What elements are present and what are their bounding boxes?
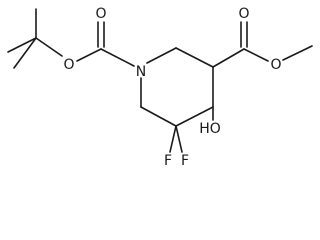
bond-ether-o-to-carbonyl-c — [76, 48, 102, 62]
chemical-structure: N O O O O HO F F — [7, 6, 313, 169]
atom-hydroxyl: HO — [199, 121, 221, 137]
atom-f-right: F — [181, 153, 189, 169]
atom-f-left: F — [164, 153, 172, 169]
bond-boc-c-to-n — [100, 48, 135, 67]
bond-c2-to-c3 — [175, 47, 214, 68]
atom-o-boc-carbonyl: O — [95, 6, 106, 22]
bond-ester-c-to-o — [243, 48, 269, 62]
bond-tbu-methyl-bottom — [13, 37, 37, 69]
bond-n-to-c2 — [146, 47, 177, 64]
bond-c3-to-ester-c — [212, 48, 245, 68]
bond-tbu-methyl-left — [7, 37, 37, 53]
atom-n1: N — [136, 64, 146, 80]
bond-ester-o-to-methyl — [282, 45, 313, 61]
bond-c4-to-c5 — [175, 106, 214, 127]
bond-c5-to-f-right — [175, 125, 183, 153]
atom-labels: N O O O O HO F F — [63, 6, 281, 169]
atom-o-ester-carbonyl: O — [238, 6, 249, 22]
bond-tbu-to-ether-o — [35, 37, 63, 57]
bonds — [7, 8, 313, 153]
bond-c5-to-c6 — [140, 106, 177, 127]
bond-c5-to-f-left — [169, 125, 177, 153]
atom-o-boc-ether: O — [63, 57, 74, 73]
atom-o-ester-ether: O — [270, 57, 281, 73]
